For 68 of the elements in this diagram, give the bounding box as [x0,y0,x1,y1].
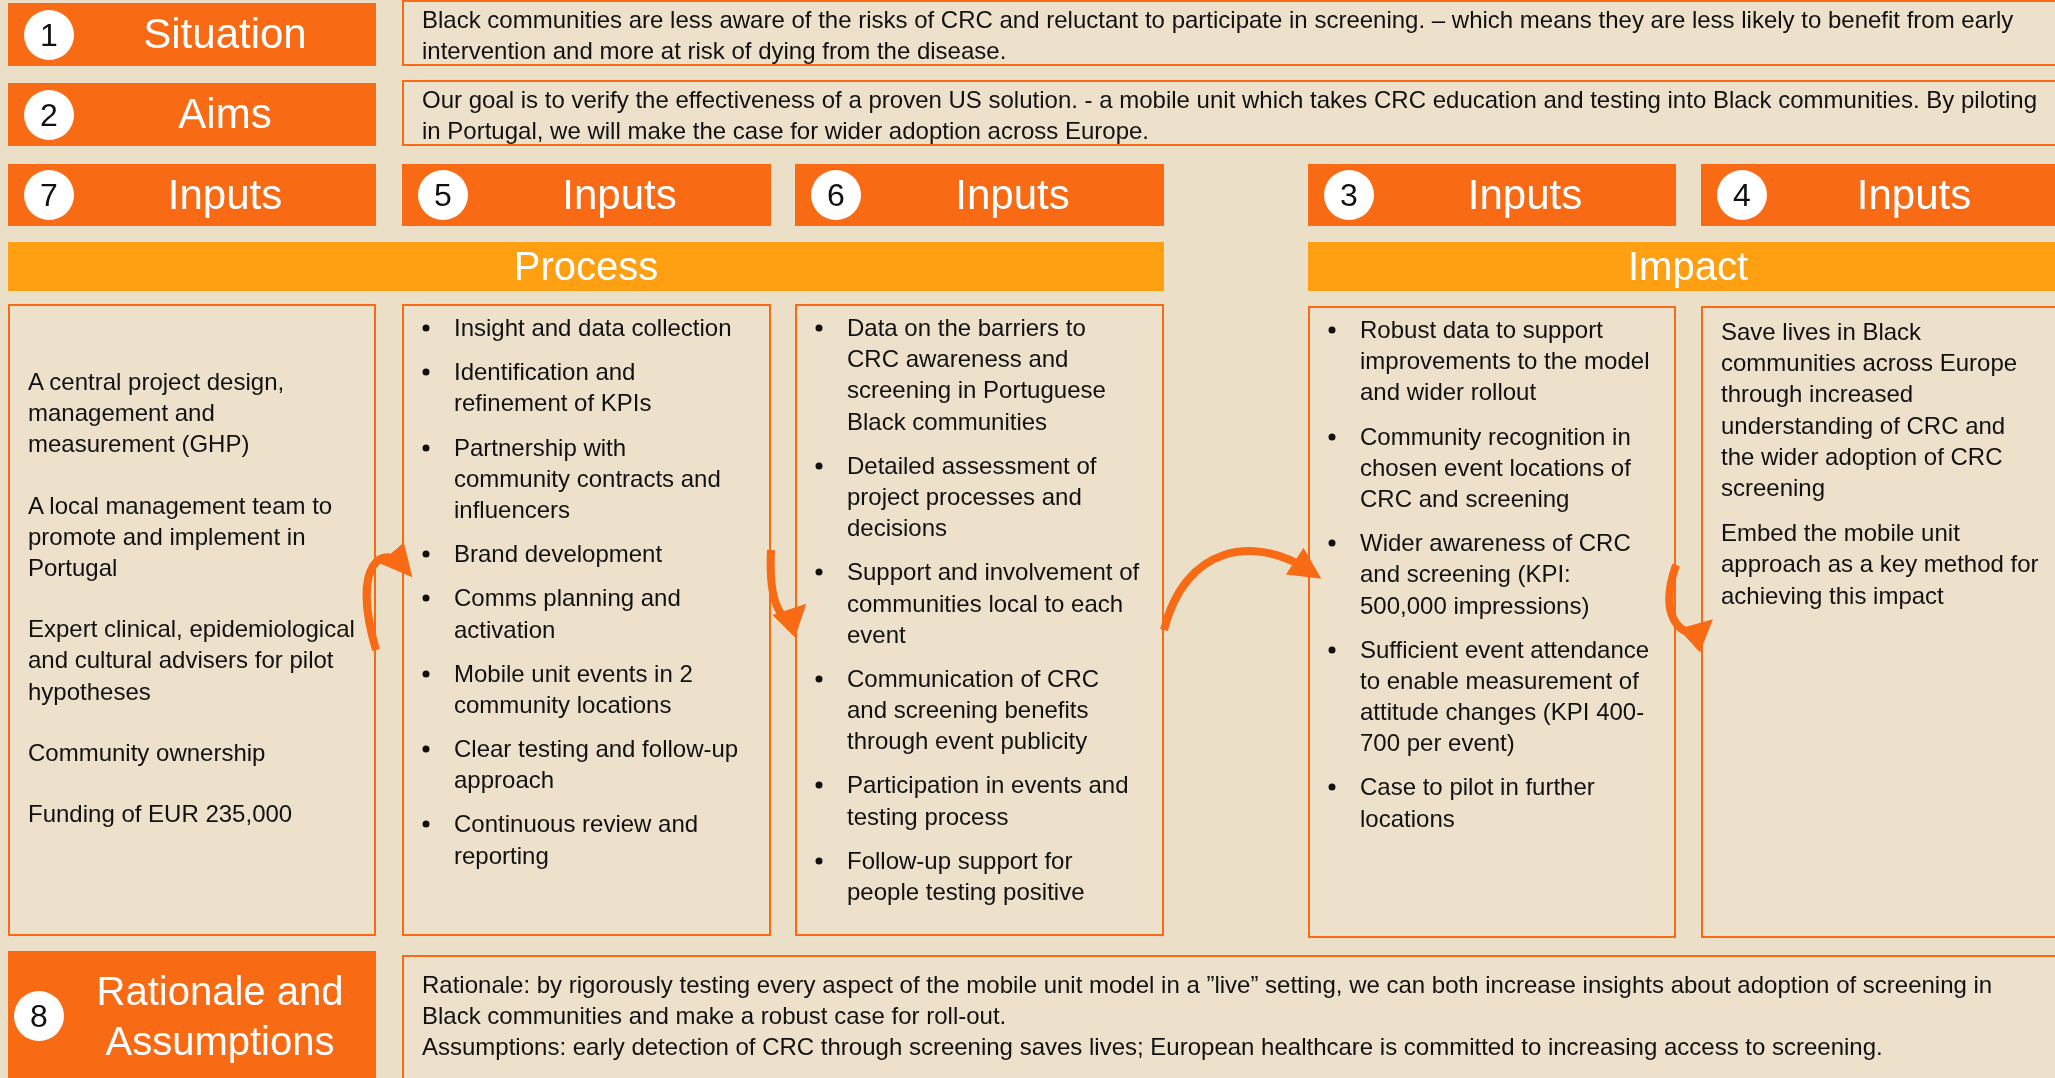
section-header [402,164,771,226]
section-header [8,83,376,146]
bullet-item: Follow-up support for people testing positive [847,844,1140,908]
text-paragraph: Embed the mobile unit approach as a key method for achieving this impact [1721,518,2040,611]
step-number: 8 [14,991,64,1041]
section-heading: Inputs [954,169,1071,220]
bullet-item: Detailed assessment of project processes and decisions [847,449,1140,544]
text-paragraph: Community ownership [28,737,267,768]
text-paragraph: Black communities are less aware of the risks of CRC and reluctant to participate in screening. – which means they are less likely to benefit from early intervention and more at risk of dying from the disease. [422,5,2015,67]
text-paragraph: Assumptions: early detection of CRC through screening saves lives; European healthcare is committed to increasing access to screening. [422,1032,1884,1063]
section-header [1308,164,1676,226]
step-number: 2 [24,89,74,140]
stage-band [8,242,1164,291]
bullet-item: Case to pilot in further locations [1360,771,1652,834]
bullet-item: Data on the barriers to CRC awareness and screening in Portuguese Black communities [847,312,1140,437]
step-number: 3 [1324,170,1374,220]
step-number: 6 [811,170,861,220]
stage-heading: Impact [1627,244,1748,289]
bullet-item: Continuous review and reporting [454,808,747,871]
section-heading: Rationale and Assumptions [95,968,345,1065]
text-panel [8,304,376,936]
bullet-item: Identification and refinement of KPIs [454,356,747,419]
bullet-item: Community recognition in chosen event locations of CRC and screening [1360,420,1652,515]
curved-arrow [1665,563,1715,652]
curved-arrow [362,542,414,651]
bullet-item: Communication of CRC and screening benefits through event publicity [847,662,1140,757]
section-heading: Situation [142,9,308,60]
section-header [795,164,1164,226]
step-number: 7 [24,170,74,220]
text-paragraph: A central project design, management and measurement (GHP) [28,367,286,460]
stage-heading: Process [513,244,659,289]
bullet-item: Insight and data collection [454,312,747,344]
bullet-item: Comms planning and activation [454,582,747,645]
section-heading: Aims [177,89,273,140]
bullet-item: Brand development [454,538,747,570]
bullet-item: Clear testing and follow-up approach [454,733,747,796]
text-paragraph: Our goal is to verify the effectiveness of a proven US solution. - a mobile unit which takes CRC education and testing into Black communities. By piloting in Portugal, we will make the case for wider adoption across Europe. [422,85,2039,147]
text-panel [402,304,771,936]
bullet-item: Support and involvement of communities local to each event [847,556,1140,650]
section-heading: Inputs [1855,169,1973,220]
bullet-item: Wider awareness of CRC and screening (KPI: 500,000 impressions) [1360,527,1652,621]
step-number: 4 [1717,170,1767,220]
section-heading: Inputs [166,169,284,220]
text-panel [402,955,2055,1078]
section-header [8,3,376,66]
bullet-item: Sufficient event attendance to enable measurement of attitude changes (KPI 400-700 per event) [1360,633,1652,759]
text-paragraph: Save lives in Black communities across Europe through increased understanding of CRC and the wider adoption of CRC screening [1721,317,2019,503]
step-number: 1 [24,9,74,60]
bullet-item: Participation in events and testing process [847,769,1140,832]
text-panel [1308,306,1676,938]
text-panel [795,304,1164,936]
step-number: 5 [418,170,468,220]
section-heading: Inputs [1466,169,1584,220]
section-header [1701,164,2055,226]
stage-band [1308,242,2055,291]
text-paragraph: Rationale: by rigorously testing every aspect of the mobile unit model in a ”live” setting, we can both increase insights about adoption of screening in Black communities and make a robust case for roll-out. [422,970,1994,1032]
text-paragraph: Expert clinical, epidemiological and cultural advisers for pilot hypotheses [28,614,356,707]
curved-arrow [1160,547,1322,632]
section-header [8,164,376,226]
text-panel [1701,306,2055,938]
bullet-item: Partnership with community contracts and influencers [454,431,747,526]
section-heading: Inputs [561,169,678,220]
bullet-item: Robust data to support improvements to the model and wider rollout [1360,314,1652,408]
bullet-item: Mobile unit events in 2 community locations [454,657,747,721]
text-paragraph: Funding of EUR 235,000 [28,798,294,829]
curved-arrow [766,549,808,638]
text-paragraph: A local management team to promote and implement in Portugal [28,490,334,583]
section-header [8,951,376,1078]
